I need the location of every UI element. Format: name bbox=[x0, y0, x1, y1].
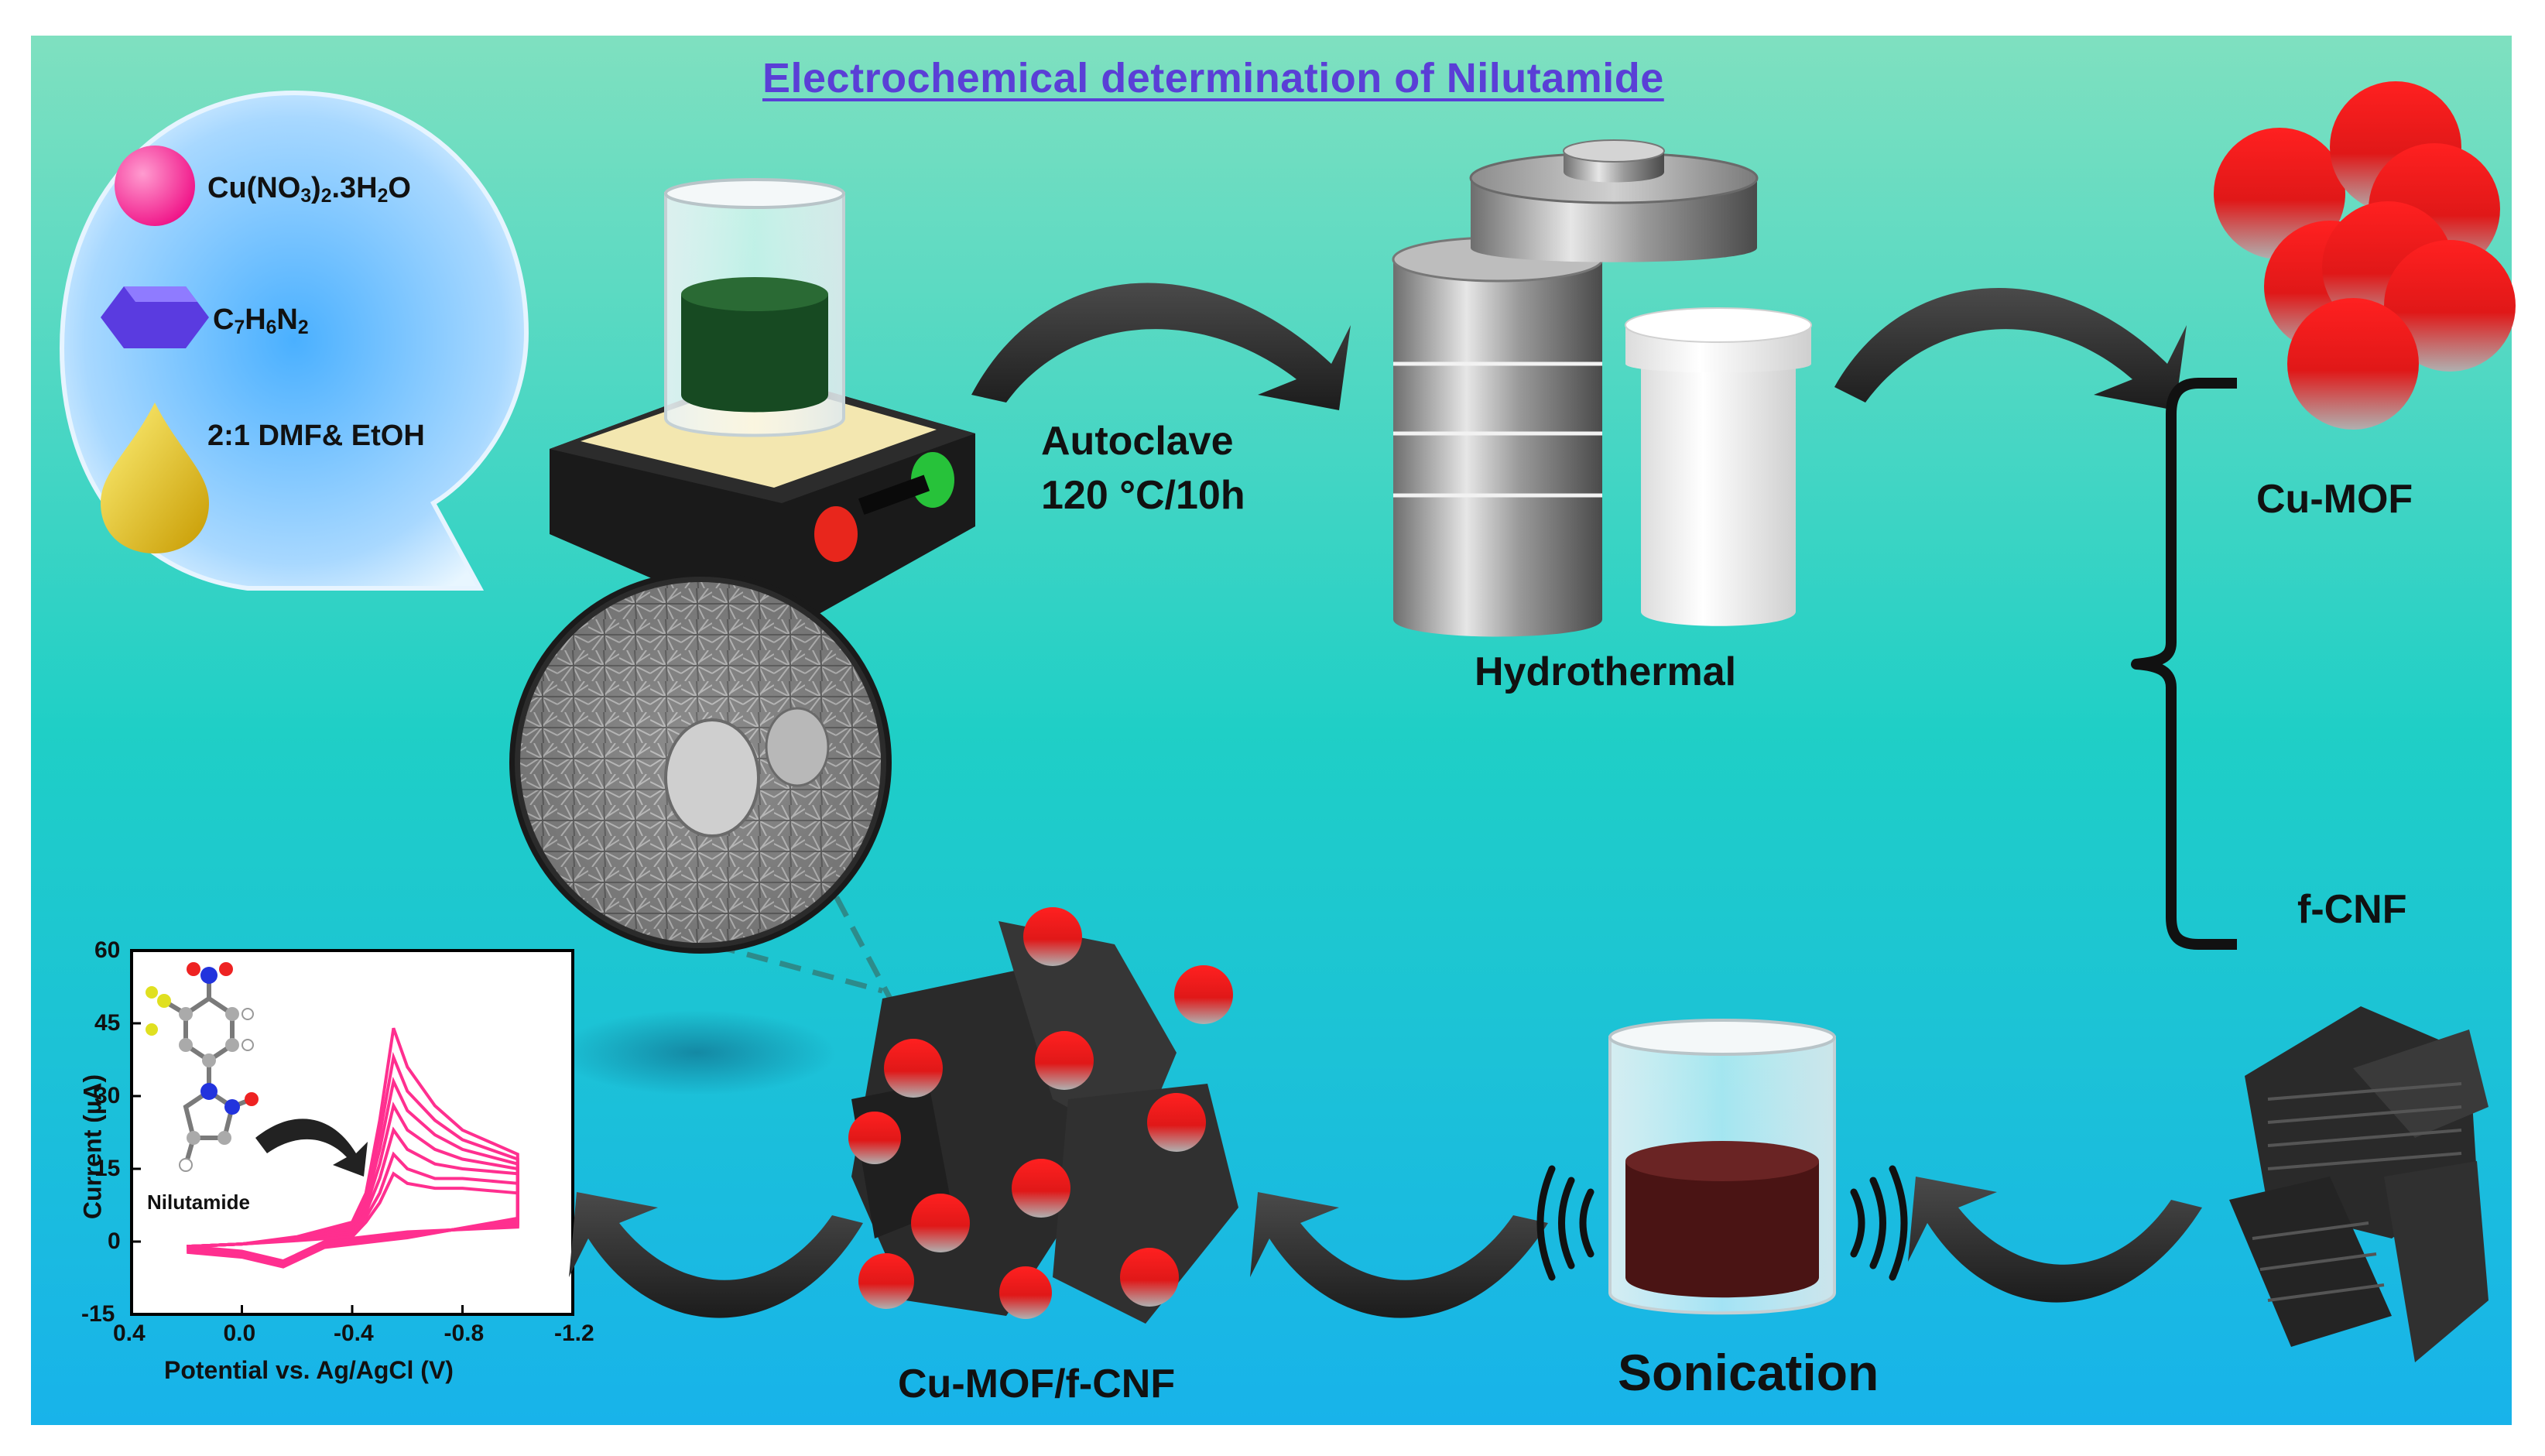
arrow-to-composite bbox=[1250, 1192, 1548, 1318]
composite-label: Cu-MOF/f-CNF bbox=[898, 1362, 1176, 1406]
legend-label-solvent: 2:1 DMF& EtOH bbox=[207, 420, 425, 452]
arrow-to-cu-mof bbox=[1834, 288, 2187, 410]
green-knob-icon bbox=[911, 452, 954, 508]
autoclave-label: Autoclave bbox=[1041, 419, 1234, 464]
arrow-to-sonication bbox=[1908, 1177, 2202, 1303]
red-knob-icon bbox=[814, 506, 858, 562]
arrow-to-sensing bbox=[569, 1192, 863, 1318]
blue-hexagon-icon bbox=[101, 286, 209, 348]
cv-xtick-label: -1.2 bbox=[554, 1321, 594, 1346]
page-title: Electrochemical determination of Nilutam… bbox=[762, 55, 1664, 101]
legend-label-copper-nitrate: Cu(NO3)2.3H2O bbox=[207, 172, 411, 207]
cv-ytick-label: 0 bbox=[108, 1228, 121, 1254]
sound-waves-icon bbox=[1536, 1165, 1908, 1281]
cv-ytick-label: 60 bbox=[94, 937, 121, 963]
cv-plot bbox=[130, 949, 574, 1316]
cu-mof-cluster bbox=[2214, 81, 2516, 430]
cv-ytick-label: 45 bbox=[94, 1010, 121, 1036]
molecule-arrow bbox=[255, 1119, 368, 1177]
legend-label-linker: C7H6N2 bbox=[213, 303, 309, 339]
shadow bbox=[557, 1010, 836, 1095]
cu-mof-fcnf-composite bbox=[848, 907, 1238, 1324]
reaction-beaker bbox=[664, 178, 845, 437]
sonication-label: Sonication bbox=[1618, 1344, 1879, 1401]
f-cnf-structure bbox=[2229, 1006, 2488, 1362]
cv-ytick-label: 15 bbox=[94, 1156, 121, 1181]
molecule-label: Nilutamide bbox=[147, 1190, 250, 1214]
autoclave-icon bbox=[1392, 139, 1812, 637]
nilutamide-molecule bbox=[146, 962, 259, 1172]
cv-ytick-label: -15 bbox=[81, 1301, 115, 1327]
sonication-beaker bbox=[1536, 1019, 1908, 1315]
cu-mof-label: Cu-MOF bbox=[2256, 477, 2413, 522]
hydrothermal-label: Hydrothermal bbox=[1475, 649, 1737, 694]
cv-curve-7 bbox=[187, 1171, 519, 1269]
combine-brace bbox=[2131, 378, 2237, 950]
arrow-to-autoclave bbox=[971, 283, 1351, 410]
cv-xtick-label: -0.4 bbox=[334, 1321, 374, 1346]
autoclave-condition-label: 120 °C/10h bbox=[1041, 473, 1245, 518]
cv-ytick-label: 30 bbox=[94, 1083, 121, 1108]
cv-xtick-label: -0.8 bbox=[444, 1321, 485, 1346]
cv-xlabel: Potential vs. Ag/AgCl (V) bbox=[164, 1356, 454, 1384]
f-cnf-label: f-CNF bbox=[2297, 887, 2407, 932]
cv-xtick-label: 0.0 bbox=[223, 1321, 256, 1346]
cv-xtick-label: 0.4 bbox=[113, 1321, 146, 1346]
gold-drop-icon bbox=[101, 403, 209, 553]
cv-series-group bbox=[187, 1027, 519, 1269]
sem-image-inset bbox=[509, 571, 893, 1000]
cv-ticks bbox=[130, 949, 574, 1316]
pink-sphere-icon bbox=[115, 146, 195, 226]
reagent-legend-bubble bbox=[59, 90, 529, 591]
